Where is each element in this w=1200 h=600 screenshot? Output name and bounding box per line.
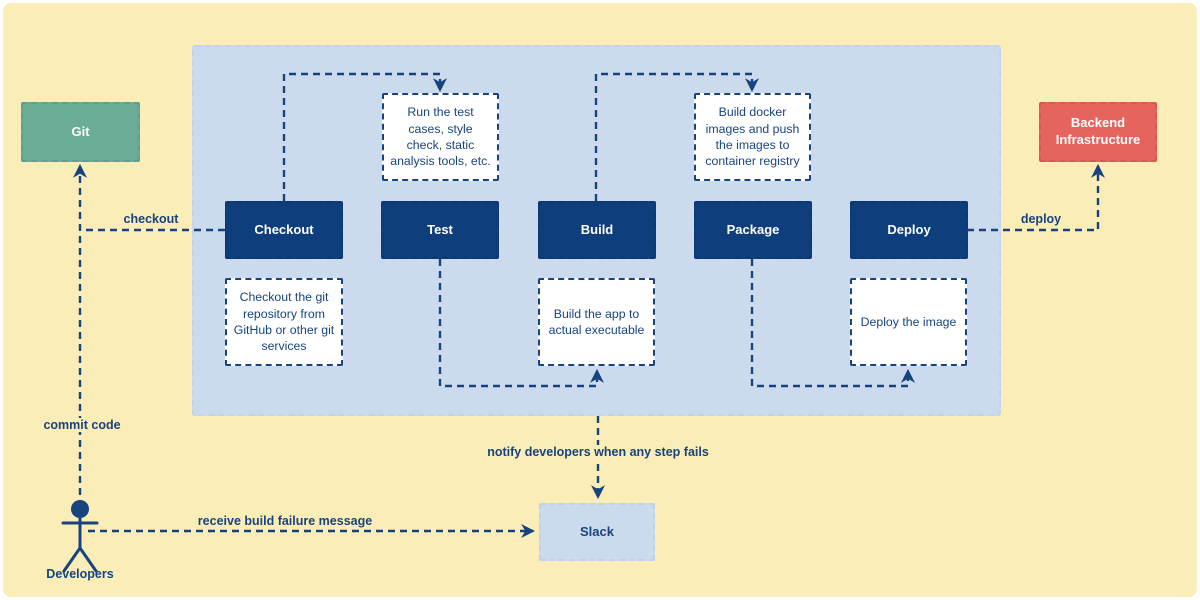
stage-deploy: Deploy xyxy=(850,201,968,259)
developers-label: Developers xyxy=(46,567,114,581)
note-build-docker-images-text: Build docker images and push the images … xyxy=(705,105,800,169)
note-deploy-image-text: Deploy the image xyxy=(860,314,957,329)
note-checkout-repository-text: Checkout the git repository from GitHub … xyxy=(233,290,335,354)
stage-package-label: Package xyxy=(726,221,780,237)
note-build-executable: Build the app to actual executable xyxy=(538,278,655,366)
node-git: Git xyxy=(21,102,140,162)
note-checkout-repository: Checkout the git repository from GitHub … xyxy=(225,278,343,366)
git-label: Git xyxy=(71,123,90,139)
developers-figure-icon xyxy=(61,500,99,573)
stage-deploy-label: Deploy xyxy=(887,221,931,237)
stage-build-label: Build xyxy=(580,221,614,237)
note-deploy-image: Deploy the image xyxy=(850,278,967,366)
edge-label-commit-code: commit code xyxy=(32,418,132,432)
edge-label-receive: receive build failure message xyxy=(197,514,373,528)
diagram-canvas: Git Backend Infrastructure Slack Checkou… xyxy=(3,3,1197,597)
slack-label: Slack xyxy=(580,523,614,539)
stage-test-label: Test xyxy=(427,221,453,237)
stage-checkout-label: Checkout xyxy=(254,221,314,237)
edge-label-notify: notify developers when any step fails xyxy=(448,445,748,459)
node-slack: Slack xyxy=(539,503,655,561)
stage-checkout: Checkout xyxy=(225,201,343,259)
stage-package: Package xyxy=(694,201,812,259)
stage-build: Build xyxy=(538,201,656,259)
note-build-executable-text: Build the app to actual executable xyxy=(548,306,645,337)
node-backend-infrastructure: Backend Infrastructure xyxy=(1039,102,1157,162)
note-run-tests: Run the test cases, style check, static … xyxy=(382,93,499,181)
edge-label-checkout: checkout xyxy=(123,212,179,226)
note-build-docker-images: Build docker images and push the images … xyxy=(694,93,811,181)
note-run-tests-text: Run the test cases, style check, static … xyxy=(390,105,491,169)
backend-infrastructure-label: Backend Infrastructure xyxy=(1055,115,1141,147)
stage-test: Test xyxy=(381,201,499,259)
edge-label-deploy: deploy xyxy=(1020,212,1062,226)
